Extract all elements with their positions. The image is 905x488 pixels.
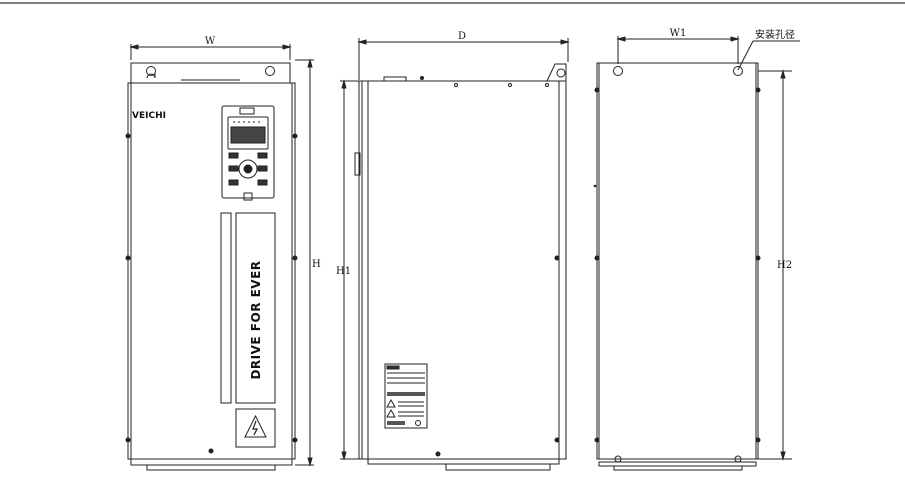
dimension-w: W [129,36,292,60]
dimension-h2: H2 [758,69,792,461]
keypad-dial-icon [238,159,258,179]
label-w1: W1 [670,28,687,39]
dimension-d: D [357,31,570,80]
label-h1: H1 [336,266,351,277]
rear-mount-hole-left [613,66,623,76]
warning-label [235,408,276,448]
rear-bottom-foot [613,465,743,471]
callout-mount-hole-text: 安装孔径 [755,28,795,41]
mount-hole-right-circle [265,66,275,76]
brand-logo: VEICHI [132,111,166,121]
label-w: W [205,36,216,47]
dimension-h1: H1 [336,79,360,461]
rear-view: W1 安装孔径 H2 [594,28,800,471]
front-view: W VEICHI [125,36,321,471]
side-top-bracket [546,63,567,82]
label-h2: H2 [777,260,792,271]
label-h: H [312,259,321,270]
side-view: D H1 [336,31,597,471]
dimension-h: H [295,58,321,467]
keypad [221,105,275,201]
rear-mount-hole-right [733,66,743,76]
high-voltage-warning-icon [244,414,267,438]
label-d: D [458,31,466,42]
slogan-panel [235,212,276,404]
mount-hole-left-circle [146,66,156,76]
nameplate [384,363,428,429]
rear-body [596,62,759,460]
nameplate-warning-icon [386,398,396,408]
mount-hole-callout: 安装孔径 [737,28,800,71]
side-keypad-edge [354,152,361,176]
slogan-text: DRIVE FOR EVER [249,260,263,379]
mount-hole-left [146,73,156,79]
side-bottom-foot [445,463,551,471]
vent-slot [220,212,232,404]
bottom-plate [130,458,293,466]
dimension-w1: W1 [616,28,740,64]
